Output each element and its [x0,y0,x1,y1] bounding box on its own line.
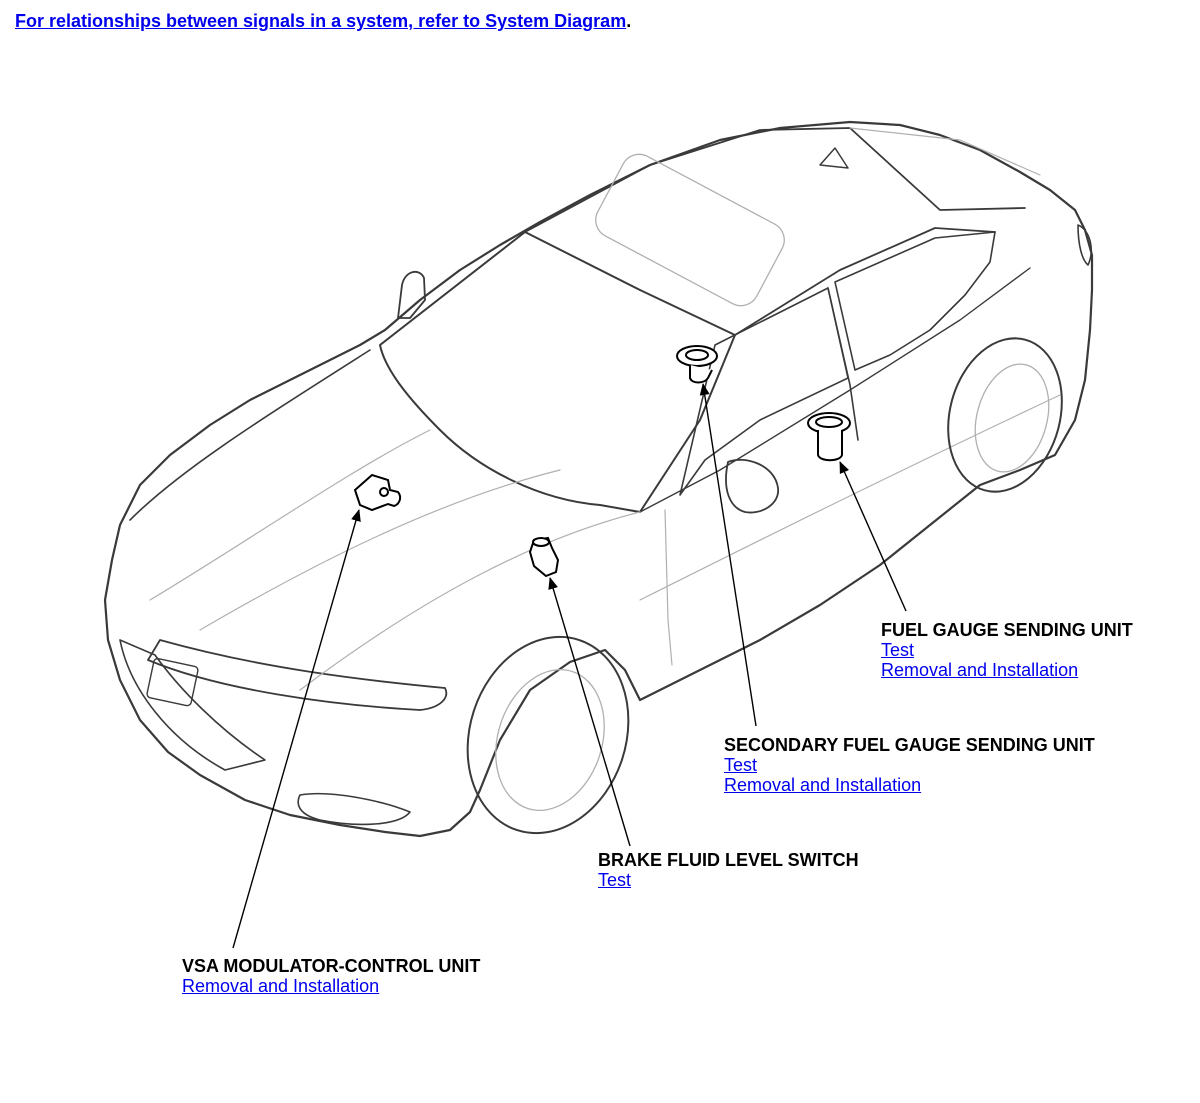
car-illustration [103,120,1094,838]
secondary-fuel-gauge-callout: SECONDARY FUEL GAUGE SENDING UNIT Test R… [724,735,1095,795]
secondary-fuel-gauge-title: SECONDARY FUEL GAUGE SENDING UNIT [724,735,1095,755]
leader-lines [232,383,907,949]
fuel-gauge-test-link[interactable]: Test [881,640,915,660]
side-mirror [725,458,779,514]
sunroof [595,153,785,307]
rear-wheel [974,363,1050,473]
brake-fluid-leader-line [548,577,631,847]
hood-crease-right [299,511,641,691]
front-door-line [664,509,673,666]
antenna [819,147,849,169]
system-diagram-link[interactable]: For relationships between signals in a s… [15,11,627,31]
fog-light [297,792,411,826]
brake-fluid-test-link[interactable]: Test [598,870,632,890]
car-body-outline [103,120,1094,838]
left-mirror [397,270,426,319]
vsa-modulator-title: VSA MODULATOR-CONTROL UNIT [182,956,481,976]
b-pillar [827,287,859,441]
windshield [379,231,736,513]
rear-lamp [1077,224,1092,266]
brake-fluid-callout: BRAKE FLUID LEVEL SWITCH Test [598,850,859,890]
front-side-window [679,287,849,496]
roof-rear-edge [734,227,996,336]
vsa-modulator-removal-link[interactable]: Removal and Installation [182,976,380,996]
rear-wheel-arch [947,337,1063,493]
header-period: . [626,11,632,31]
front-emblem-plate [146,657,199,707]
front-wheel-arch [466,635,630,835]
roof [524,127,1026,233]
brake-fluid-switch-icon [528,536,560,578]
vsa-modulator-icon [353,473,402,512]
brake-fluid-title: BRAKE FLUID LEVEL SWITCH [598,850,859,870]
secondary-fuel-leader-line [699,383,757,727]
header-line: For relationships between signals in a s… [15,10,631,32]
hood-line [129,349,371,521]
rear-spoiler-line [849,127,1041,176]
hood-center [199,469,561,631]
fuel-gauge-callout: FUEL GAUGE SENDING UNIT Test Removal and… [881,620,1133,680]
headlight [147,639,448,711]
fuel-gauge-leader-line [839,461,907,612]
grille [119,639,266,771]
secondary-fuel-gauge-removal-link[interactable]: Removal and Installation [724,775,922,795]
beltline [639,267,1031,513]
fuel-gauge-icon [807,412,851,462]
rear-side-window [834,231,996,371]
fuel-gauge-title: FUEL GAUGE SENDING UNIT [881,620,1133,640]
vsa-leader-line [232,509,361,949]
secondary-fuel-gauge-test-link[interactable]: Test [724,755,758,775]
secondary-fuel-gauge-icon [676,345,718,384]
hood-crease-left [149,429,431,601]
body-side-crease [639,394,1061,601]
vsa-modulator-callout: VSA MODULATOR-CONTROL UNIT Removal and I… [182,956,480,996]
front-wheel [495,669,605,811]
fuel-gauge-removal-link[interactable]: Removal and Installation [881,660,1079,680]
